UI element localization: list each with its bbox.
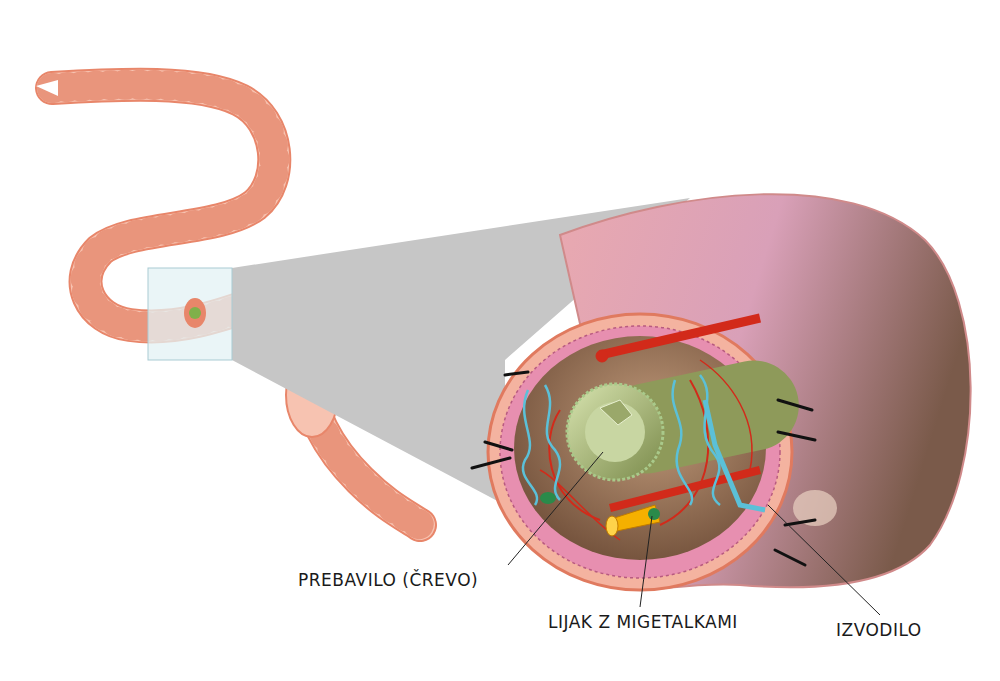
leader-lines (508, 452, 880, 615)
gut (567, 352, 807, 482)
chaetae (472, 372, 815, 565)
part-label: PREBAVILO (ČREVO) (298, 570, 478, 590)
part-label: IZVODILO (836, 620, 922, 640)
blood-vessels (540, 318, 760, 540)
section-window (148, 268, 232, 360)
part-label: LIJAK Z MIGETALKAMI (548, 612, 738, 632)
nephridium (523, 375, 765, 510)
